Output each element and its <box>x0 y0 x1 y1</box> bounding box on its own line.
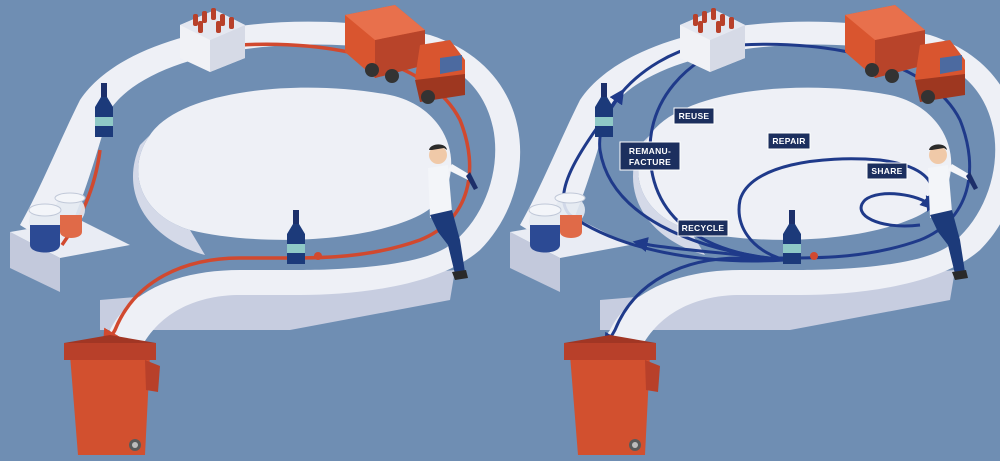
bottle-crate-icon <box>180 8 245 72</box>
bottle-cap-icon <box>314 252 322 260</box>
repair-loop <box>737 157 940 262</box>
svg-text:REUSE: REUSE <box>679 111 710 121</box>
linear-economy-panel <box>10 5 521 455</box>
waste-bin-icon <box>564 335 660 455</box>
recycle-return <box>632 237 786 262</box>
delivery-truck-icon <box>845 5 965 104</box>
bottle-crate-icon <box>680 8 745 72</box>
svg-text:REPAIR: REPAIR <box>772 136 805 146</box>
label-remanufacture: REMANU- FACTURE <box>619 141 681 171</box>
share-loop <box>859 192 936 228</box>
bottle-cap-icon <box>810 252 818 260</box>
svg-text:SHARE: SHARE <box>871 166 902 176</box>
label-share: SHARE <box>866 162 908 180</box>
circular-economy-panel: REUSE REMANU- FACTURE REPAIR SHARE RECYC… <box>510 5 1000 455</box>
label-recycle: RECYCLE <box>677 219 729 237</box>
delivery-truck-icon <box>345 5 465 104</box>
label-repair: REPAIR <box>767 132 811 150</box>
svg-text:RECYCLE: RECYCLE <box>682 223 725 233</box>
label-reuse: REUSE <box>673 107 715 125</box>
svg-text:FACTURE: FACTURE <box>629 157 671 167</box>
svg-text:REMANU-: REMANU- <box>629 146 671 156</box>
remanufacture-loop <box>598 39 786 262</box>
waste-bin-icon <box>64 335 160 455</box>
